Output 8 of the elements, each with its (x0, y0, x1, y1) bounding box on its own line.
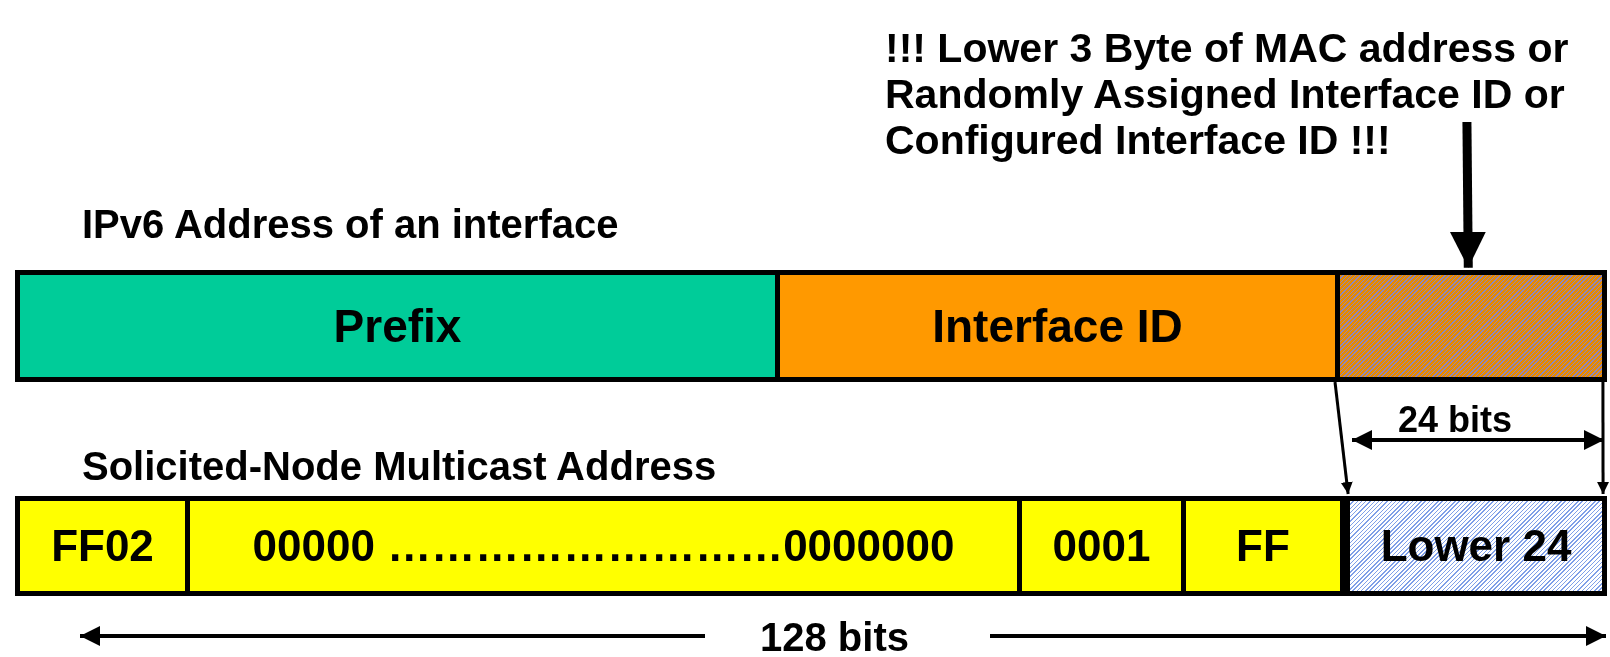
note-text: !!! Lower 3 Byte of MAC address or Randomly Assigned Interface ID or Configured Interface ID !!! (885, 24, 1607, 164)
dimension-label: 24 bits (1398, 402, 1513, 438)
arrow (1597, 382, 1610, 494)
dimension-label: 128 bits (760, 617, 909, 657)
arrow (1449, 121, 1486, 268)
heading: IPv6 Address of an interface (82, 204, 619, 244)
heading: Solicited-Node Multicast Address (82, 446, 717, 486)
arrow (1333, 381, 1353, 495)
